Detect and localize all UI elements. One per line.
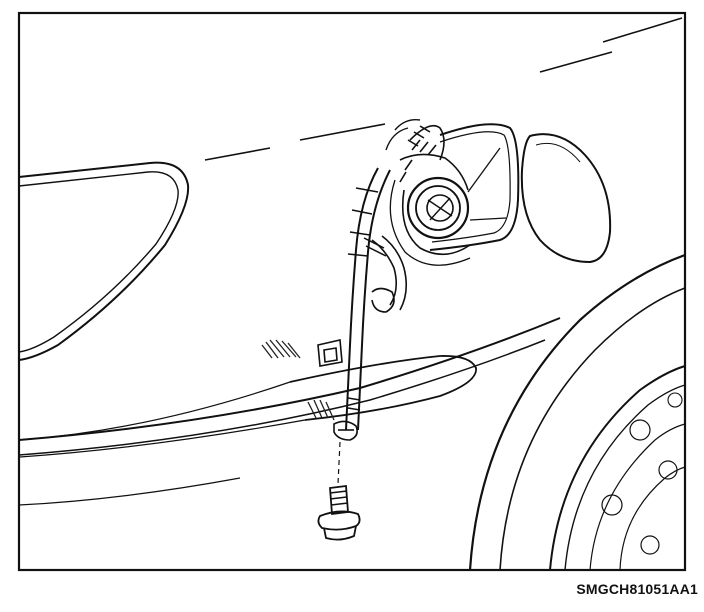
vent-hose — [345, 167, 408, 431]
rear-quarter-window — [18, 161, 190, 361]
fuel-filler-door — [520, 133, 612, 264]
filler-housing — [429, 123, 520, 251]
diagram-frame — [17, 11, 687, 572]
body-panel-lines — [18, 317, 561, 506]
rear-wheel-arch — [468, 253, 686, 571]
hose-bracket — [317, 339, 343, 367]
retaining-clip — [333, 420, 358, 441]
mounting-screw — [317, 484, 361, 541]
side-molding — [19, 355, 477, 458]
mounting-tab-hatch — [261, 339, 335, 421]
filler-neck-shading — [399, 125, 437, 183]
filler-neck-assembly — [385, 119, 507, 266]
rear-wheel — [549, 365, 686, 571]
alignment-line — [337, 441, 341, 485]
vent-hose-clips — [347, 187, 387, 411]
figure-code: SMGCH81051AA1 — [576, 581, 698, 597]
upper-body-crease-line — [204, 17, 683, 161]
